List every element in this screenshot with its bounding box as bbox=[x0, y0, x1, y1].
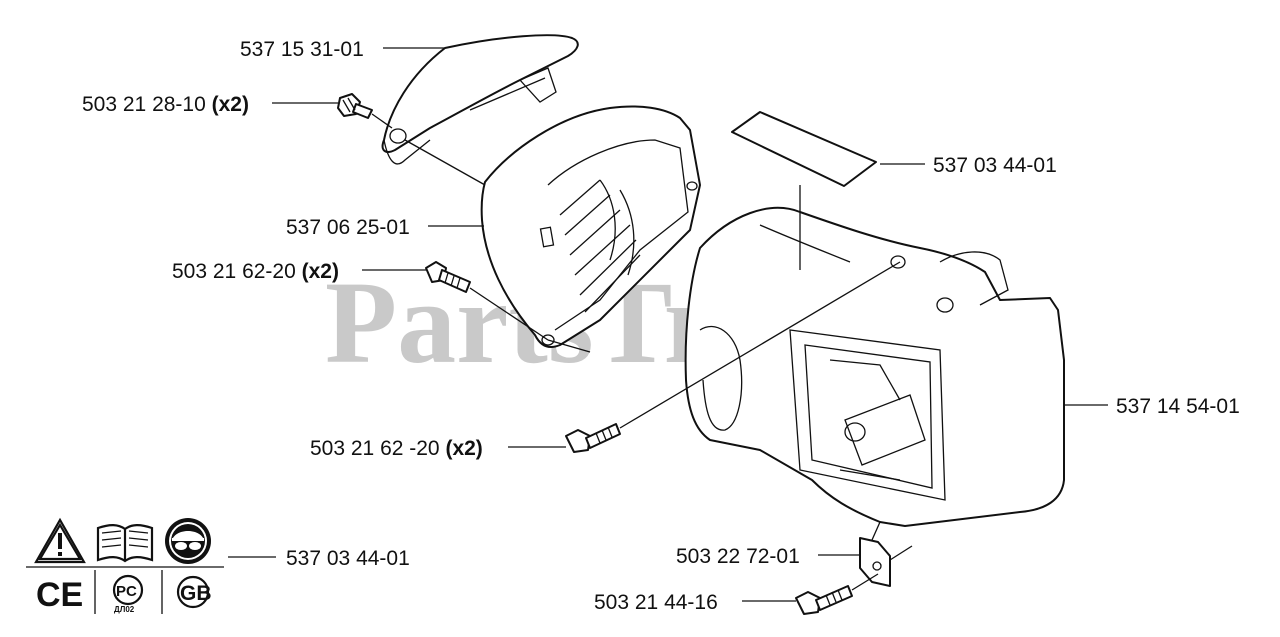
rostest-mark-icon: PC ДЛ02 bbox=[112, 574, 144, 614]
label-503-21-62-20-lower: 503 21 62 -20 (x2) bbox=[310, 437, 483, 460]
ce-mark: CE bbox=[36, 576, 83, 614]
screw-lower-part[interactable] bbox=[565, 423, 621, 453]
manual-book-icon bbox=[96, 524, 154, 563]
decal-part[interactable] bbox=[731, 111, 877, 187]
gost-mark-icon: GB bbox=[176, 575, 212, 609]
warning-triangle-icon bbox=[34, 517, 86, 564]
label-537-06-25-01: 537 06 25-01 bbox=[286, 216, 410, 239]
label-537-15-31-01: 537 15 31-01 bbox=[240, 38, 364, 61]
safety-symbols-decal: CE PC ДЛ02 GB bbox=[26, 517, 224, 614]
gost-mark: GB bbox=[180, 582, 212, 605]
top-cover-part[interactable] bbox=[381, 34, 579, 165]
label-537-14-54-01: 537 14 54-01 bbox=[1116, 395, 1240, 418]
rostest-code: ДЛ02 bbox=[114, 605, 135, 614]
label-503-21-28-10: 503 21 28-10 (x2) bbox=[82, 93, 249, 116]
label-503-21-44-16: 503 21 44-16 bbox=[594, 591, 718, 614]
label-537-03-44-01-symbols: 537 03 44-01 bbox=[286, 547, 410, 570]
screw-bottom-part[interactable] bbox=[795, 585, 853, 615]
clip-part[interactable] bbox=[859, 537, 891, 587]
cylinder-cover-part[interactable] bbox=[684, 207, 1065, 527]
screw-top-part[interactable] bbox=[337, 93, 373, 119]
rostest-mark: PC bbox=[116, 583, 137, 600]
label-503-21-62-20-upper: 503 21 62-20 (x2) bbox=[172, 260, 339, 283]
screw-middle-part[interactable] bbox=[425, 261, 471, 293]
label-503-22-72-01: 503 22 72-01 bbox=[676, 545, 800, 568]
protective-gear-icon bbox=[165, 518, 211, 564]
label-537-03-44-01-decal: 537 03 44-01 bbox=[933, 154, 1057, 177]
fan-housing-part[interactable] bbox=[480, 105, 701, 348]
